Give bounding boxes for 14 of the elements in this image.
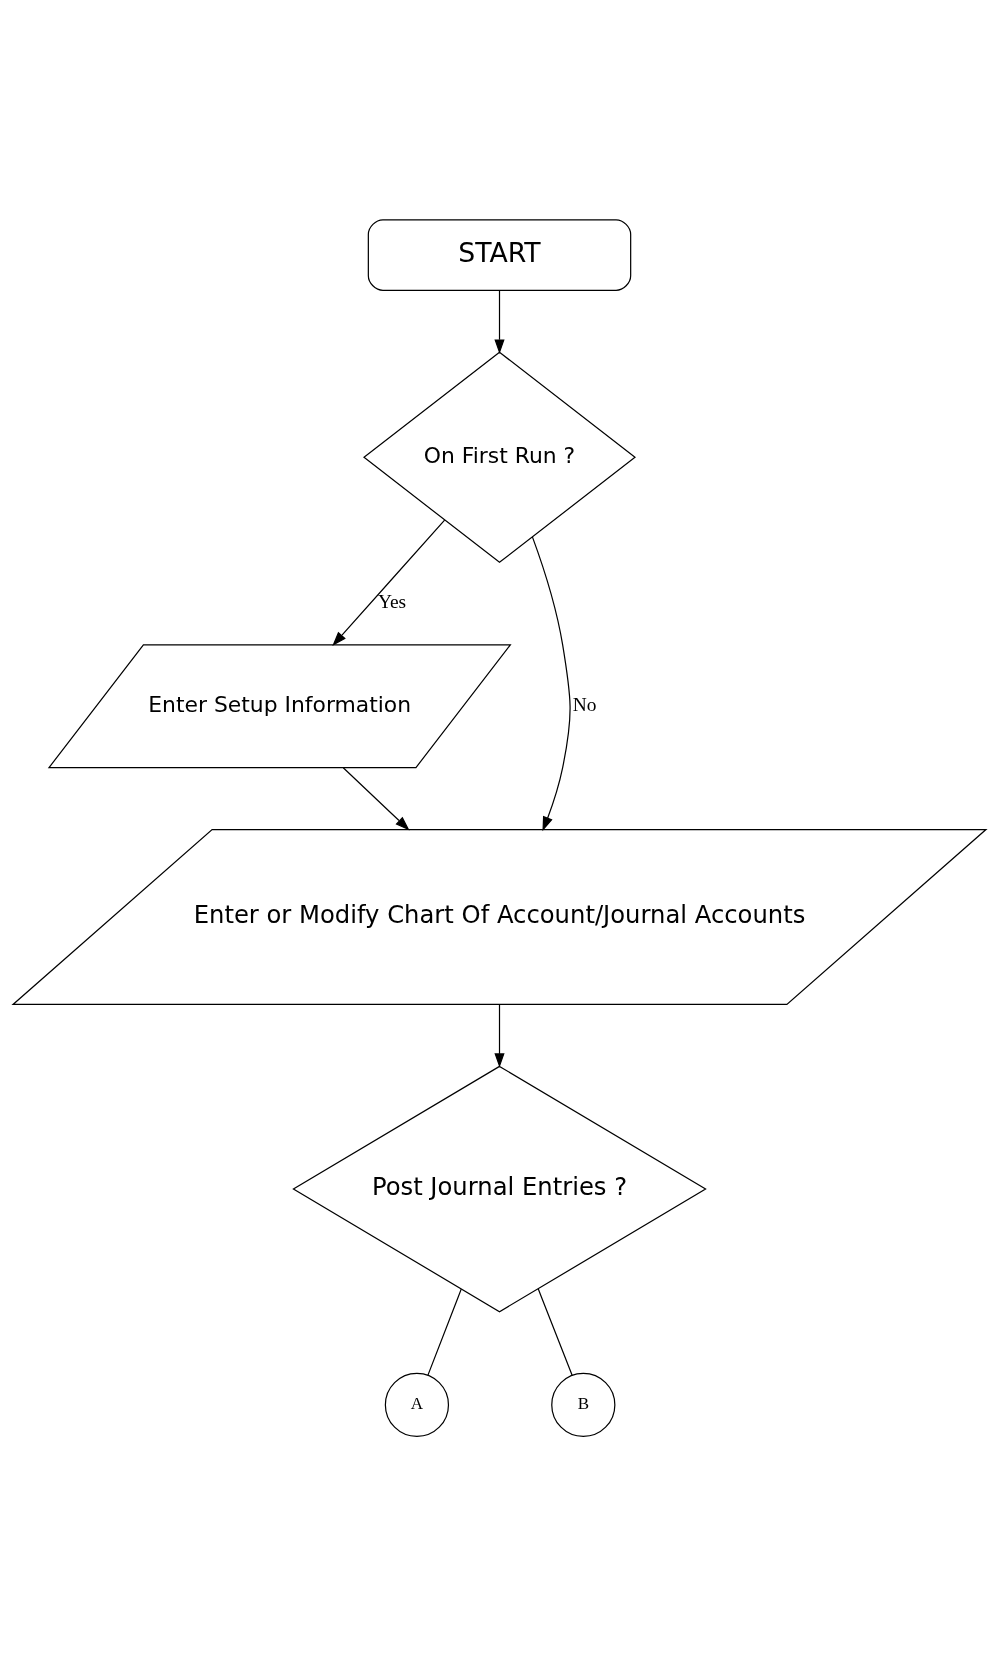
- node-circle: A: [384, 1372, 450, 1438]
- node-circle: B: [551, 1372, 616, 1438]
- edge-label: Yes: [377, 591, 407, 613]
- arrow: [332, 519, 446, 647]
- node-box: START: [367, 219, 632, 291]
- node-diamond: On First Run ?: [363, 351, 636, 564]
- connector: [537, 1288, 573, 1377]
- arrow: [531, 536, 571, 832]
- arrow: [494, 1004, 505, 1068]
- arrow: [342, 767, 410, 831]
- connector: [427, 1288, 462, 1376]
- edge-label: No: [572, 693, 597, 715]
- arrow: [494, 290, 505, 354]
- node-diamond: Post Journal Entries ?: [292, 1065, 707, 1313]
